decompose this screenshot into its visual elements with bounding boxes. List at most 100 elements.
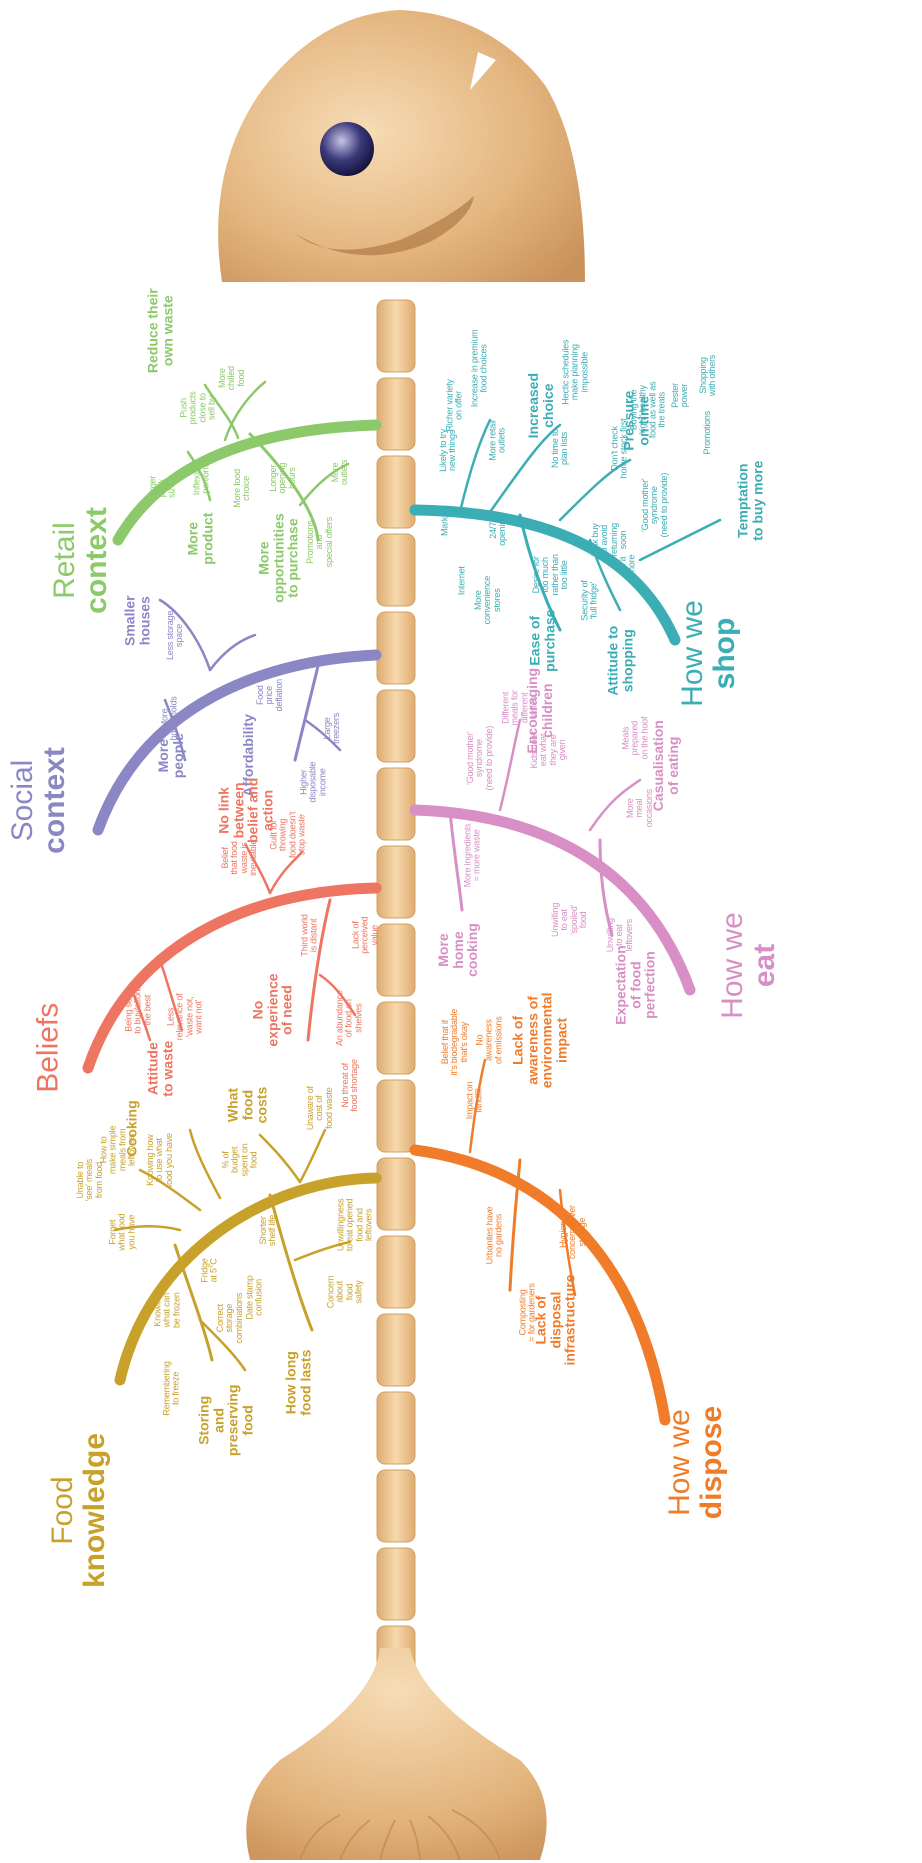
spine-segment xyxy=(376,1391,416,1465)
detail: Meals prepared on the hoof xyxy=(619,716,649,760)
detail: Being seen to buy/afford the best xyxy=(122,986,152,1034)
spine-segment xyxy=(376,533,416,607)
detail: Unwillingness to eat opened food and lef… xyxy=(335,1198,374,1252)
detail: Different meals for different tastes xyxy=(500,690,539,726)
spine-segment xyxy=(376,1001,416,1075)
beliefs-branch xyxy=(268,850,304,895)
category-label-line2: shop xyxy=(706,617,740,689)
fish-mouth xyxy=(296,196,474,256)
sub-smaller-houses: Smaller houses xyxy=(121,594,152,646)
detail: Date stamp confusion xyxy=(244,1274,265,1319)
sub-expectation-perfection: Expectation of food perfection xyxy=(612,945,658,1025)
spine-segment xyxy=(376,689,416,763)
detail: Urbanites have no gardens xyxy=(484,1206,504,1264)
detail: Shopping with others xyxy=(697,354,718,396)
detail: Fridge at 5°C xyxy=(199,1257,220,1283)
dispose-main-bone xyxy=(409,1144,671,1426)
category-label-line2: context xyxy=(78,506,112,614)
spine-segment xyxy=(376,455,416,529)
detail: 24/7 opening xyxy=(487,514,507,546)
fish-spine xyxy=(376,299,416,1699)
fish-tail xyxy=(246,1648,547,1860)
detail: Security of 'full fridge' xyxy=(579,579,600,621)
detail: Large freezers xyxy=(321,712,341,744)
sub-how-long-food-lasts: How long food lasts xyxy=(282,1349,314,1416)
detail: Higher disposable income xyxy=(297,761,327,803)
detail: Knowing how to use what food you have xyxy=(144,1133,174,1188)
fish-gill-notch xyxy=(470,52,496,90)
detail: Forget what food you have xyxy=(106,1213,136,1251)
spine-segment xyxy=(376,1469,416,1543)
shop-branch xyxy=(518,513,562,632)
category-label-line1: How we xyxy=(715,911,749,1019)
detail: Belief that if it's biodegradable that's… xyxy=(439,1008,469,1076)
category-beliefs: Beliefs xyxy=(31,1003,64,1093)
retail-main-bone xyxy=(112,419,382,546)
detail: It's a chore xyxy=(617,554,637,576)
food-branch xyxy=(138,1168,202,1212)
beliefs-branch xyxy=(158,958,184,1032)
detail: More meal occasions xyxy=(624,789,654,828)
sub-reduce-own-waste: Reduce their own waste xyxy=(144,287,175,373)
fish-head xyxy=(218,10,585,282)
eat-branch xyxy=(598,838,614,937)
sub-what-food-costs: What food costs xyxy=(223,1086,270,1124)
detail: Composting = for gardeners xyxy=(517,1282,538,1342)
dispose-branch xyxy=(468,1058,487,1154)
sub-more-opportunities: More opportunities to purchase xyxy=(255,513,301,603)
eat-branch xyxy=(498,718,522,812)
shop-main-bone xyxy=(409,504,681,646)
detail: Belief that food waste is inevitable xyxy=(220,839,259,876)
retail-branch xyxy=(248,432,320,542)
shop-branch xyxy=(458,418,492,514)
detail: Promotions xyxy=(702,410,713,454)
detail: Less relevance of 'waste not, want not' xyxy=(164,993,204,1041)
beliefs-branch xyxy=(306,898,332,1042)
detail: How to make simple meals from leftovers xyxy=(98,1125,137,1175)
detail: Less storage space xyxy=(164,610,185,660)
beliefs-main-bone xyxy=(82,882,382,1074)
beliefs-branch xyxy=(128,983,152,1042)
detail: Larger pack sizes xyxy=(146,475,176,501)
detail: Buying the 'right' healthy food as well … xyxy=(627,381,667,439)
sub-lack-disposal-infrastructure: Lack of disposal infrastructure xyxy=(531,1274,578,1366)
spine-segment xyxy=(376,611,416,685)
detail: More ingredients = more waste xyxy=(462,823,482,887)
detail: Push products close to sell by xyxy=(178,391,217,425)
category-label-line2: dispose xyxy=(694,1405,728,1519)
detail: More convenience stores xyxy=(473,575,502,625)
detail: Guilt for throwing food doesn't stop was… xyxy=(268,811,307,859)
retail-branch xyxy=(186,450,212,502)
shop-branch xyxy=(488,423,562,514)
detail: Food price deflation xyxy=(254,679,284,712)
food-branch xyxy=(268,1193,314,1332)
sub-attitude-to-waste: Attitude to waste xyxy=(144,1040,176,1097)
category-label-line1: How we xyxy=(675,599,709,707)
eat-main-bone xyxy=(409,804,696,996)
detail: Unaware of cost of food waste xyxy=(304,1086,334,1131)
food-main-bone xyxy=(114,1172,382,1386)
sub-storing-preserving: Storing and preserving food xyxy=(195,1384,256,1456)
detail: No awareness of emissions xyxy=(474,1016,504,1064)
category-label-line1: Food xyxy=(45,1475,79,1545)
spine-segment xyxy=(376,1547,416,1621)
detail: Impact on landfill xyxy=(464,1081,484,1119)
retail-branch xyxy=(203,383,240,440)
sub-casualisation-eating: Casualisation of eating xyxy=(649,719,681,811)
social-main-bone xyxy=(92,649,382,836)
detail: Inflexible portions xyxy=(191,461,211,495)
category-label-line1: Social xyxy=(5,759,39,841)
category-label-line2: context xyxy=(36,746,70,854)
detail: More food choice xyxy=(231,468,251,508)
detail: Likely to try new things xyxy=(437,428,457,472)
food-branch xyxy=(298,1128,327,1184)
detail: Pester power xyxy=(669,382,689,408)
dispose-branch xyxy=(558,1188,577,1297)
detail: An abundance of food on shelves xyxy=(334,990,364,1046)
shop-branch xyxy=(558,458,632,522)
